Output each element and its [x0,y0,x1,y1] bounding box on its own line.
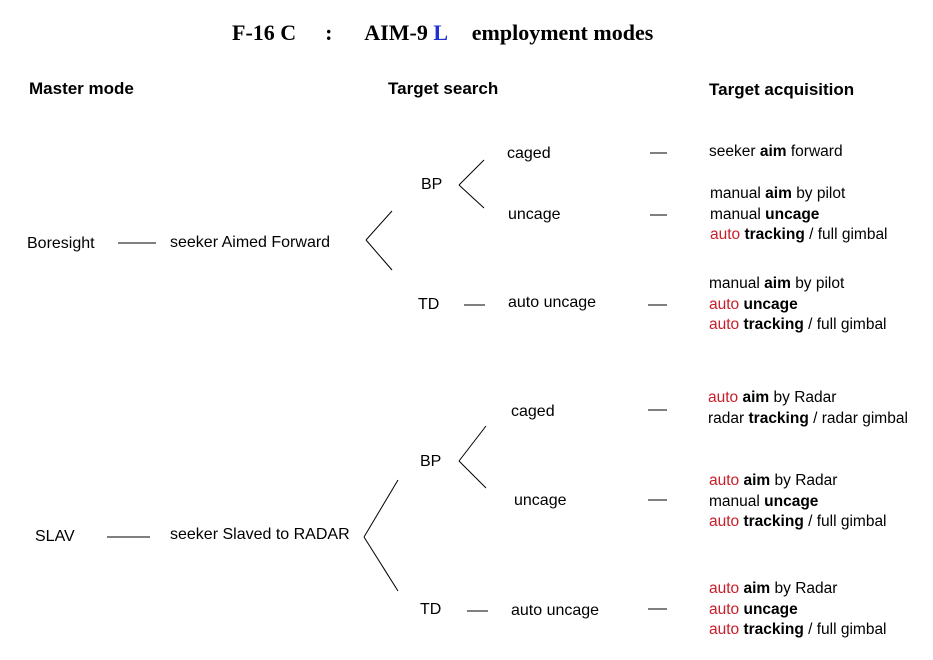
header-master-mode: Master mode [29,79,134,98]
acq-line: radar tracking / radar gimbal [708,409,908,430]
acq-actor: auto [708,389,739,406]
boresight-bp-label: BP [421,176,443,193]
acq-detail: by pilot [795,275,845,292]
branch-slav-bp [363,479,399,538]
acq-line: manual uncage [709,492,887,513]
slav-bp-label: BP [420,453,442,470]
acq-keyword: tracking [743,513,804,530]
boresight-description: seeker Aimed Forward [170,234,331,251]
acq-actor: radar [708,409,745,427]
boresight-bp-caged: caged [507,145,551,162]
acq-actor: auto [709,621,740,638]
header-target-search: Target search [388,79,499,98]
acq-keyword: tracking [743,316,804,333]
acq-line: seeker aim forward [709,142,843,163]
acq-actor: auto [709,600,740,618]
title-aircraft: F-16 C [232,20,297,45]
boresight-td-label: TD [418,296,440,313]
acq-line: auto tracking / full gimbal [709,620,887,641]
acq-actor: auto [709,472,740,489]
branch-slav-bp-uncage [458,460,487,489]
title-separator: : [325,20,333,45]
acq-actor: manual [709,275,760,292]
acq-line: manual uncage [710,205,888,226]
acq-actor: auto [710,226,741,243]
acq-line: manual aim by pilot [710,184,888,205]
slav-bp-caged: caged [511,403,555,420]
acq-actor: seeker [709,143,756,160]
acq-detail: / full gimbal [808,513,887,530]
acq-line: auto aim by Radar [709,579,887,600]
boresight-td-search: auto uncage [508,294,597,311]
branch-boresight-bp [365,210,393,241]
acq-line: auto tracking / full gimbal [709,512,887,533]
acq-line: auto uncage [709,295,887,316]
acq-block-boresight-caged: seeker aim forward [709,142,843,163]
acq-detail: / radar gimbal [813,409,908,427]
mode-boresight: Boresight [27,235,95,252]
acq-detail: forward [790,143,843,160]
mode-slav: SLAV [35,528,75,545]
acq-actor: auto [709,316,740,333]
boresight-bp-uncage: uncage [508,206,561,223]
acq-keyword: aim [743,580,771,597]
branch-boresight-bp-uncage [458,184,485,209]
acq-line: auto aim by Radar [709,471,887,492]
acq-detail: by Radar [774,472,838,489]
acq-keyword: aim [743,472,771,489]
acq-line: auto tracking / full gimbal [710,225,888,246]
acq-line: auto uncage [709,600,887,621]
acq-line: auto aim by Radar [708,388,908,409]
slav-td-label: TD [420,601,442,618]
acq-line: auto tracking / full gimbal [709,315,887,336]
title-suffix: employment modes [471,20,654,45]
slav-bp-uncage: uncage [514,492,567,509]
title-missile: AIM-9 [364,20,428,45]
acq-line: manual aim by pilot [709,274,887,295]
acq-detail: / full gimbal [808,316,887,333]
diagram-title: F-16 C : AIM-9 L employment modes [232,20,653,46]
acq-actor: auto [709,295,740,313]
slav-td-search: auto uncage [511,602,600,619]
acq-keyword: aim [765,185,792,202]
branch-slav-bp-caged [458,425,487,462]
acq-keyword: tracking [744,226,805,243]
branch-slav-td [363,536,399,592]
acq-keyword: uncage [764,492,819,510]
acq-detail: by Radar [774,580,838,597]
acq-actor: manual [709,492,760,510]
acq-keyword: aim [764,275,791,292]
acq-keyword: uncage [743,295,798,313]
acq-detail: / full gimbal [809,226,888,243]
acq-detail: by pilot [796,185,846,202]
title-variant: L [433,20,447,45]
acq-keyword: uncage [743,600,798,618]
acq-keyword: tracking [748,409,809,427]
acq-actor: manual [710,205,761,223]
acq-keyword: aim [742,389,770,406]
acq-actor: auto [709,580,740,597]
acq-actor: auto [709,513,740,530]
branch-boresight-td [365,239,393,271]
acq-detail: / full gimbal [808,621,887,638]
slav-description: seeker Slaved to RADAR [170,526,350,543]
acq-detail: by Radar [773,389,837,406]
acq-actor: manual [710,185,761,202]
header-target-acquisition: Target acquisition [709,80,855,99]
acq-keyword: aim [759,143,787,160]
branch-boresight-bp-caged [458,159,485,186]
acq-keyword: tracking [743,621,804,638]
acq-keyword: uncage [765,205,820,223]
